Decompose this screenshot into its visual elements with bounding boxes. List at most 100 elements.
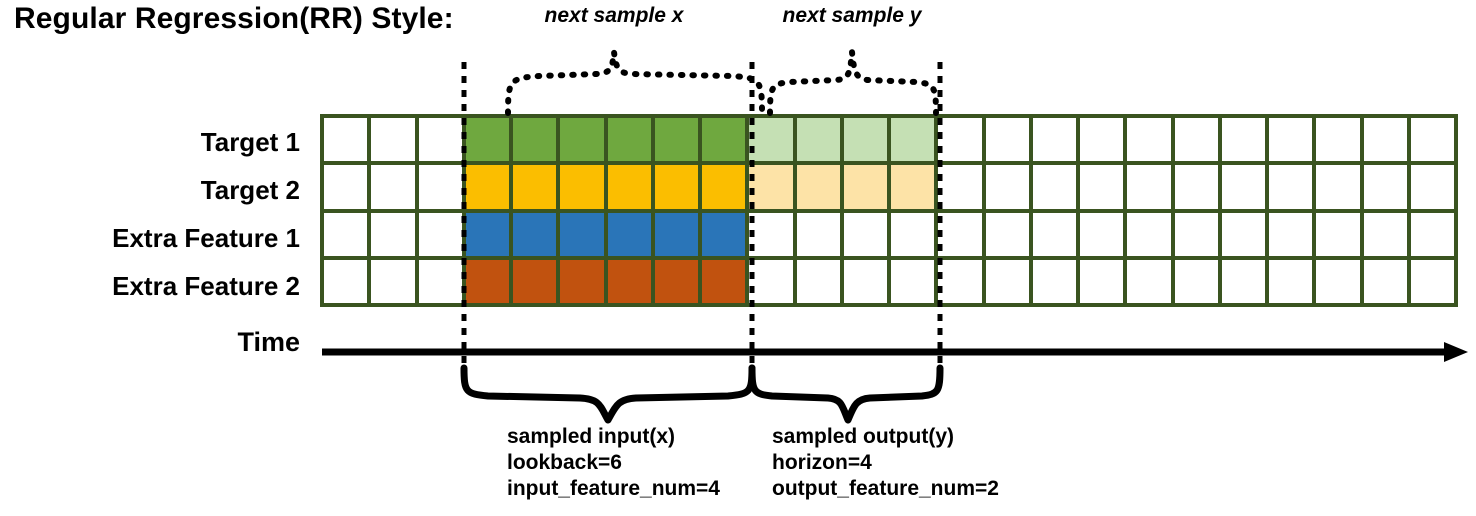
grid-cell — [891, 118, 935, 162]
grid-cell — [796, 259, 840, 303]
grid-cell — [560, 165, 604, 209]
grid-cell — [1363, 212, 1407, 256]
grid-cell — [891, 259, 935, 303]
grid-cell — [324, 212, 368, 256]
row-label-extra-feature-1: Extra Feature 1 — [112, 223, 300, 253]
grid-cell — [1032, 259, 1076, 303]
grid-cell — [938, 165, 982, 209]
grid-cell — [1316, 212, 1360, 256]
grid-cell — [1174, 212, 1218, 256]
grid-cell — [1174, 259, 1218, 303]
grid-cell — [324, 165, 368, 209]
grid-cell — [1269, 165, 1313, 209]
grid-row-extra-feature-2 — [324, 259, 1454, 303]
grid-cell — [607, 259, 651, 303]
row-label-target-1: Target 1 — [200, 127, 300, 157]
grid-cell — [1174, 165, 1218, 209]
grid-row-target-2 — [324, 165, 1454, 209]
grid-cell — [1316, 259, 1360, 303]
grid-cell — [654, 118, 698, 162]
grid-cell — [985, 165, 1029, 209]
grid-cell — [1410, 212, 1454, 256]
grid-cell — [1080, 212, 1124, 256]
grid-cell — [796, 118, 840, 162]
caption-sampled-output-line1: sampled output(y) — [772, 425, 954, 448]
grid-cell — [1080, 165, 1124, 209]
grid-cell — [560, 212, 604, 256]
grid-cell — [938, 259, 982, 303]
grid-cell — [843, 118, 887, 162]
grid-cell — [654, 165, 698, 209]
grid-cell — [1363, 118, 1407, 162]
grid-cell — [465, 165, 509, 209]
grid-cell — [1080, 118, 1124, 162]
grid-cell — [607, 165, 651, 209]
grid-cell — [796, 212, 840, 256]
grid-cell — [324, 259, 368, 303]
grid-cell — [702, 212, 746, 256]
grid-cell — [418, 259, 462, 303]
grid-cell — [1032, 118, 1076, 162]
grid-cell — [843, 212, 887, 256]
grid-cell — [749, 118, 793, 162]
grid-cell — [749, 259, 793, 303]
caption-sampled-output: sampled output(y) horizon=4 output_featu… — [772, 424, 999, 502]
grid-cell — [702, 165, 746, 209]
grid-cell — [985, 118, 1029, 162]
grid-cell — [1269, 259, 1313, 303]
grid-cell — [513, 165, 557, 209]
caption-next-sample-y: next sample y — [782, 4, 922, 27]
grid-cell — [513, 118, 557, 162]
grid-cell — [1316, 165, 1360, 209]
grid-cell — [1410, 259, 1454, 303]
grid-cell — [1363, 259, 1407, 303]
grid-cell — [796, 165, 840, 209]
grid-cell — [371, 212, 415, 256]
grid-cell — [1269, 212, 1313, 256]
grid-cell — [985, 212, 1029, 256]
grid-cell — [465, 259, 509, 303]
grid-cell — [1221, 212, 1265, 256]
grid-cell — [1032, 165, 1076, 209]
grid-cell — [1221, 118, 1265, 162]
grid-cell — [1316, 118, 1360, 162]
grid-cell — [938, 118, 982, 162]
grid-cell — [843, 165, 887, 209]
grid-cell — [465, 212, 509, 256]
grid-cell — [654, 259, 698, 303]
grid-row-extra-feature-1 — [324, 212, 1454, 256]
grid-row-target-1 — [324, 118, 1454, 162]
grid-cell — [371, 165, 415, 209]
caption-sampled-output-line2: horizon=4 — [772, 451, 872, 474]
grid-cell — [465, 118, 509, 162]
grid-cell — [891, 165, 935, 209]
caption-next-sample-x: next sample x — [544, 4, 684, 27]
grid-cell — [702, 259, 746, 303]
grid-cell — [1127, 259, 1171, 303]
grid-cell — [371, 118, 415, 162]
grid-cell — [749, 165, 793, 209]
caption-sampled-input-line3: input_feature_num=4 — [507, 477, 720, 500]
row-label-extra-feature-2: Extra Feature 2 — [112, 271, 300, 301]
grid-cell — [1363, 165, 1407, 209]
grid-cell — [513, 212, 557, 256]
grid-cell — [654, 212, 698, 256]
grid-cell — [985, 259, 1029, 303]
grid-cell — [1127, 165, 1171, 209]
caption-sampled-input-line2: lookback=6 — [507, 451, 622, 474]
grid-cell — [607, 118, 651, 162]
grid-cell — [1174, 118, 1218, 162]
timeline-grid — [320, 114, 1458, 307]
grid-cell — [1032, 212, 1076, 256]
grid-cell — [560, 118, 604, 162]
grid-cell — [560, 259, 604, 303]
grid-cell — [371, 259, 415, 303]
grid-cell — [418, 212, 462, 256]
brace-sampled-input — [460, 364, 756, 424]
time-axis-arrow — [322, 342, 1468, 362]
brace-next-sample-x — [505, 51, 765, 116]
grid-cell — [418, 118, 462, 162]
grid-cell — [1269, 118, 1313, 162]
caption-sampled-output-line3: output_feature_num=2 — [772, 477, 999, 500]
grid-cell — [1127, 212, 1171, 256]
